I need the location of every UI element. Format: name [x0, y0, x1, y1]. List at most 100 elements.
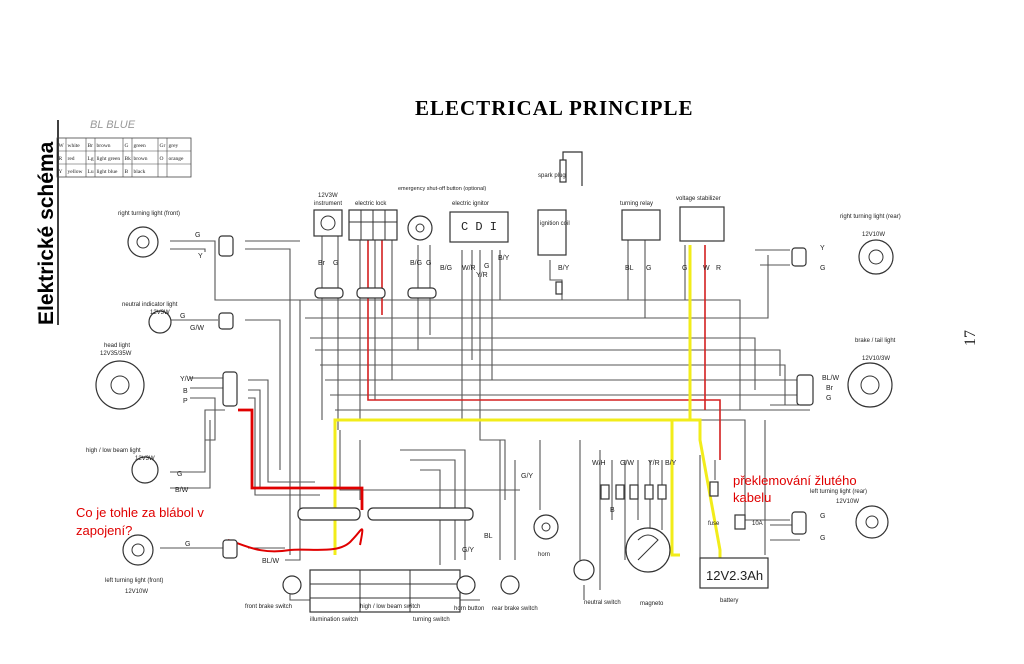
color-table-cell: grey [169, 143, 179, 149]
wire-code: Br [826, 385, 834, 392]
color-table-cell: R [59, 156, 63, 162]
note-left-line1: Co je tohle za blábol v [76, 505, 204, 520]
electric-lock: electric lock [348, 201, 398, 241]
wire-code: G [820, 535, 825, 542]
page-title: ELECTRICAL PRINCIPLE [415, 96, 693, 120]
neutral-switch: neutral switch [573, 559, 621, 606]
magneto-label: magneto [640, 601, 664, 607]
right-turn-rear-spec: 12V10W [862, 232, 885, 238]
left-turn-rear-lamp: left turning light (rear) 12V10W [791, 489, 889, 539]
battery-spec: 12V2.3Ah [706, 568, 763, 583]
left-turn-rear-label: left turning light (rear) [810, 489, 867, 495]
horn: horn [533, 514, 559, 558]
magneto: magneto [625, 527, 671, 607]
rear-brake-switch-label: rear brake switch [492, 606, 538, 612]
wire-code: G [820, 265, 825, 272]
wire-code: G/W [620, 460, 634, 467]
brake-tail-lamp: brake / tail light 12V10/3W [796, 338, 896, 408]
neutral-indicator-label: neutral indicator light [122, 302, 178, 308]
wire-code: B/G [410, 260, 422, 267]
cdi-label: C D I [461, 220, 497, 234]
wire-code: B [183, 388, 188, 395]
wire-code-labels: G Y G G/W Y/W B P G B/W G BL/W Br G B/G … [175, 232, 840, 565]
color-table-frame [56, 137, 192, 178]
front-brake-switch: front brake switch [245, 575, 302, 610]
wire-code: P [183, 398, 188, 405]
illumination-switch-label: illumination switch [310, 617, 358, 623]
emergency-button-label: emergency shut-off button (optional) [398, 186, 486, 192]
turning-relay: turning relay [620, 201, 661, 241]
voltage-stabilizer-label: voltage stabilizer [676, 196, 721, 202]
wire-code: BL/W [262, 558, 280, 565]
wire-code: G [426, 260, 431, 267]
wire-code: BL/W [822, 375, 840, 382]
wire-code: BL [484, 533, 493, 540]
ignition-coil-label: ignition coil [540, 221, 570, 227]
color-table-cell: B [125, 169, 129, 175]
spark-plug-label: spark plug [538, 173, 566, 179]
fuses: fuse 10A [600, 481, 763, 530]
wire-code: G [185, 541, 190, 548]
rear-brake-switch: rear brake switch [492, 575, 538, 612]
note-right-line1: překlemování žlutého [733, 473, 857, 488]
color-table-cell: light blue [97, 169, 118, 175]
color-table-cell: Gr [160, 143, 166, 149]
note-left-line2: zapojení? [76, 523, 132, 538]
horn-button-label: horn button [454, 606, 484, 612]
head-light-label: head light [104, 343, 130, 349]
wire-code: W/R [462, 265, 476, 272]
color-table-cell: green [134, 143, 146, 149]
color-table-cell: black [134, 169, 146, 175]
wire-code: G [646, 265, 651, 272]
horn-button: horn button [454, 575, 484, 612]
note-right-line2: kabelu [733, 490, 771, 505]
wire-code: G [820, 513, 825, 520]
neutral-switch-label: neutral switch [584, 600, 621, 606]
left-turn-rear-spec: 12V10W [836, 499, 859, 505]
head-light-spec: 12V35/35W [100, 351, 132, 357]
emergency-button: emergency shut-off button (optional) [398, 186, 486, 241]
color-table-cell: Br [88, 143, 94, 149]
high-low-beam-label: high / low beam light [86, 448, 141, 454]
turning-relay-label: turning relay [620, 201, 653, 207]
voltage-stabilizer: voltage stabilizer [676, 196, 725, 242]
left-turn-front-spec: 12V10W [125, 589, 148, 595]
red-wires [367, 240, 721, 460]
fuse-rating: 10A [752, 521, 763, 527]
wire-code: G [682, 265, 687, 272]
instrument-spec: 12V3W [318, 193, 338, 199]
instrument: 12V3W instrument [313, 193, 343, 237]
wire-code: Y [820, 245, 825, 252]
turning-switch-label: turning switch [413, 617, 450, 623]
color-table-cell: Bk [125, 156, 132, 162]
color-table-cell: orange [169, 156, 185, 162]
ignition-coil: ignition coil [537, 209, 570, 295]
wire-code: Y/W [180, 376, 194, 383]
wire-code: Br [318, 260, 326, 267]
brake-tail-label: brake / tail light [855, 338, 896, 344]
electric-ignitor-label: electric ignitor [452, 201, 489, 207]
horn-label: horn [538, 552, 550, 558]
high-low-beam-spec: 12V3W [135, 456, 155, 462]
head-light-lamp: head light 12V35/35W [95, 343, 145, 410]
wire-code: B/Y [558, 265, 570, 272]
wire-code: G/Y [462, 547, 474, 554]
switch-block: illumination switch high / low beam swit… [309, 569, 461, 623]
wire-code: BL [625, 265, 634, 272]
high-low-beam-switch-label: high / low beam switch [360, 604, 420, 610]
wire-code: G [484, 263, 489, 270]
color-table-cell: yellow [68, 169, 83, 175]
wire-code: G/Y [521, 473, 533, 480]
right-turn-rear-label: right turning light (rear) [840, 214, 901, 220]
wire-code: W [703, 265, 710, 272]
color-table-cell: Y [59, 169, 63, 175]
battery-label: battery [720, 598, 738, 604]
handwritten-note: BL BLUE [90, 119, 136, 131]
wire-harness [160, 235, 810, 601]
right-turn-front-label: right turning light (front) [118, 211, 180, 217]
color-table-cell: brown [134, 156, 148, 162]
wire-code: G [177, 471, 182, 478]
brake-tail-spec: 12V10/3W [862, 356, 890, 362]
